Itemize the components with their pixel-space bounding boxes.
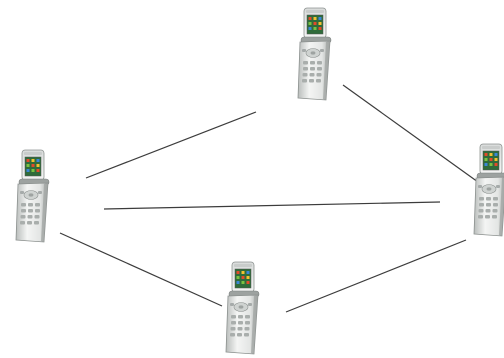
link-left-bottom bbox=[60, 233, 222, 306]
link-left-right bbox=[104, 202, 440, 209]
flip-phone-icon bbox=[298, 8, 331, 100]
flip-phone-icon bbox=[16, 150, 49, 242]
phone-node-left bbox=[16, 150, 49, 242]
link-top-right bbox=[343, 85, 478, 182]
connection-lines bbox=[60, 85, 478, 312]
phone-node-top bbox=[298, 8, 331, 100]
phone-node-right bbox=[474, 144, 504, 236]
flip-phone-icon bbox=[474, 144, 504, 236]
link-bottom-right bbox=[286, 240, 466, 312]
flip-phone-icon bbox=[226, 262, 259, 354]
link-left-top bbox=[86, 112, 256, 178]
phone-node-bottom bbox=[226, 262, 259, 354]
